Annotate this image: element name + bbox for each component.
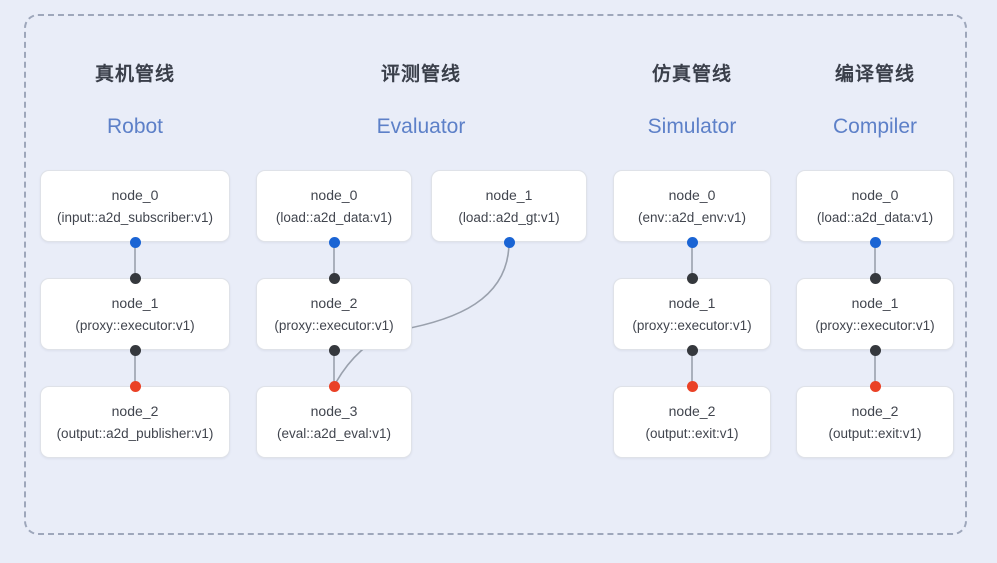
node-simulator-0[interactable]: node_0 (env::a2d_env:v1) bbox=[613, 170, 771, 242]
node-spec: (output::exit:v1) bbox=[828, 425, 922, 441]
port-relay-robot-1-bottom[interactable] bbox=[129, 344, 141, 356]
node-id: node_2 bbox=[668, 402, 716, 419]
node-spec: (load::a2d_gt:v1) bbox=[458, 209, 560, 225]
node-id: node_2 bbox=[111, 402, 159, 419]
node-id: node_0 bbox=[851, 186, 899, 203]
node-id: node_1 bbox=[851, 294, 899, 311]
node-spec: (proxy::executor:v1) bbox=[274, 317, 394, 333]
port-input-compiler-2[interactable] bbox=[869, 380, 881, 392]
node-robot-0[interactable]: node_0 (input::a2d_subscriber:v1) bbox=[40, 170, 230, 242]
node-robot-1[interactable]: node_1 (proxy::executor:v1) bbox=[40, 278, 230, 350]
node-evaluator-1[interactable]: node_1 (load::a2d_gt:v1) bbox=[431, 170, 587, 242]
node-spec: (load::a2d_data:v1) bbox=[275, 209, 393, 225]
node-spec: (proxy::executor:v1) bbox=[815, 317, 935, 333]
node-compiler-2[interactable]: node_2 (output::exit:v1) bbox=[796, 386, 954, 458]
node-id: node_0 bbox=[111, 186, 159, 203]
port-input-robot-2[interactable] bbox=[129, 380, 141, 392]
node-evaluator-2[interactable]: node_2 (proxy::executor:v1) bbox=[256, 278, 412, 350]
node-evaluator-0[interactable]: node_0 (load::a2d_data:v1) bbox=[256, 170, 412, 242]
dashed-container-frame bbox=[24, 14, 967, 535]
port-input-evaluator-3[interactable] bbox=[328, 380, 340, 392]
node-spec: (output::exit:v1) bbox=[645, 425, 739, 441]
node-id: node_1 bbox=[485, 186, 533, 203]
port-relay-simulator-1-top[interactable] bbox=[686, 272, 698, 284]
port-input-simulator-2[interactable] bbox=[686, 380, 698, 392]
node-id: node_0 bbox=[668, 186, 716, 203]
port-output-evaluator-1[interactable] bbox=[503, 236, 515, 248]
node-id: node_0 bbox=[310, 186, 358, 203]
node-spec: (eval::a2d_eval:v1) bbox=[276, 425, 392, 441]
node-robot-2[interactable]: node_2 (output::a2d_publisher:v1) bbox=[40, 386, 230, 458]
port-relay-compiler-1-bottom[interactable] bbox=[869, 344, 881, 356]
node-spec: (proxy::executor:v1) bbox=[75, 317, 195, 333]
node-spec: (input::a2d_subscriber:v1) bbox=[56, 209, 214, 225]
node-spec: (proxy::executor:v1) bbox=[632, 317, 752, 333]
node-spec: (env::a2d_env:v1) bbox=[637, 209, 747, 225]
node-id: node_1 bbox=[111, 294, 159, 311]
port-relay-evaluator-2-top[interactable] bbox=[328, 272, 340, 284]
node-compiler-0[interactable]: node_0 (load::a2d_data:v1) bbox=[796, 170, 954, 242]
port-relay-compiler-1-top[interactable] bbox=[869, 272, 881, 284]
node-compiler-1[interactable]: node_1 (proxy::executor:v1) bbox=[796, 278, 954, 350]
port-output-robot-0[interactable] bbox=[129, 236, 141, 248]
node-id: node_3 bbox=[310, 402, 358, 419]
port-output-simulator-0[interactable] bbox=[686, 236, 698, 248]
port-relay-evaluator-2-bottom[interactable] bbox=[328, 344, 340, 356]
node-id: node_1 bbox=[668, 294, 716, 311]
node-simulator-1[interactable]: node_1 (proxy::executor:v1) bbox=[613, 278, 771, 350]
port-relay-simulator-1-bottom[interactable] bbox=[686, 344, 698, 356]
node-spec: (output::a2d_publisher:v1) bbox=[56, 425, 214, 441]
port-output-compiler-0[interactable] bbox=[869, 236, 881, 248]
node-simulator-2[interactable]: node_2 (output::exit:v1) bbox=[613, 386, 771, 458]
node-id: node_2 bbox=[851, 402, 899, 419]
port-output-evaluator-0[interactable] bbox=[328, 236, 340, 248]
node-id: node_2 bbox=[310, 294, 358, 311]
node-spec: (load::a2d_data:v1) bbox=[816, 209, 934, 225]
port-relay-robot-1-top[interactable] bbox=[129, 272, 141, 284]
node-evaluator-3[interactable]: node_3 (eval::a2d_eval:v1) bbox=[256, 386, 412, 458]
